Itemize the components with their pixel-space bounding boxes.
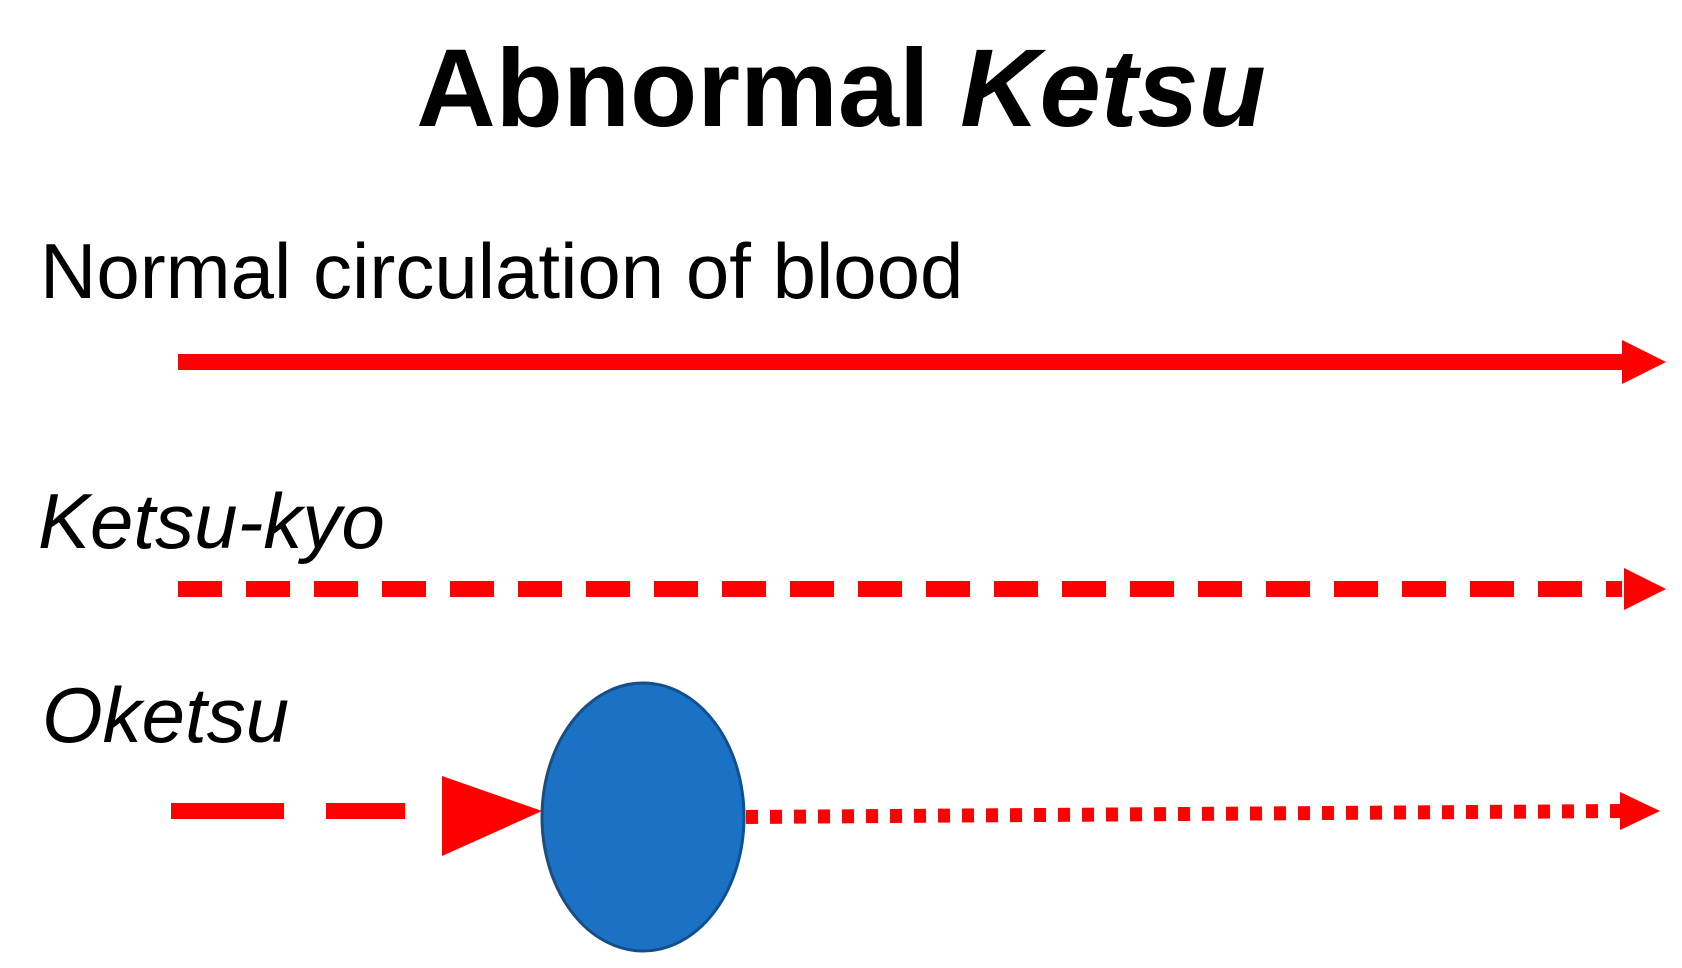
normal-circulation-label: Normal circulation of blood bbox=[40, 227, 964, 315]
diagram-title: Abnormal Ketsu bbox=[0, 34, 1682, 144]
oketsu-outgoing-arrowhead bbox=[1620, 792, 1660, 830]
normal-circulation-arrowhead bbox=[1622, 340, 1666, 384]
ketsu-kyo-arrowhead bbox=[1624, 568, 1666, 610]
title-italic: Ketsu bbox=[960, 27, 1266, 150]
ketsu-kyo-label: Ketsu-kyo bbox=[38, 477, 385, 565]
title-regular: Abnormal bbox=[416, 27, 961, 150]
blood-stagnation-blockage bbox=[540, 681, 746, 953]
oketsu-outgoing-dotted-line bbox=[745, 804, 1621, 824]
oketsu-label: Oketsu bbox=[42, 671, 290, 759]
oketsu-incoming-arrowhead bbox=[442, 776, 542, 856]
